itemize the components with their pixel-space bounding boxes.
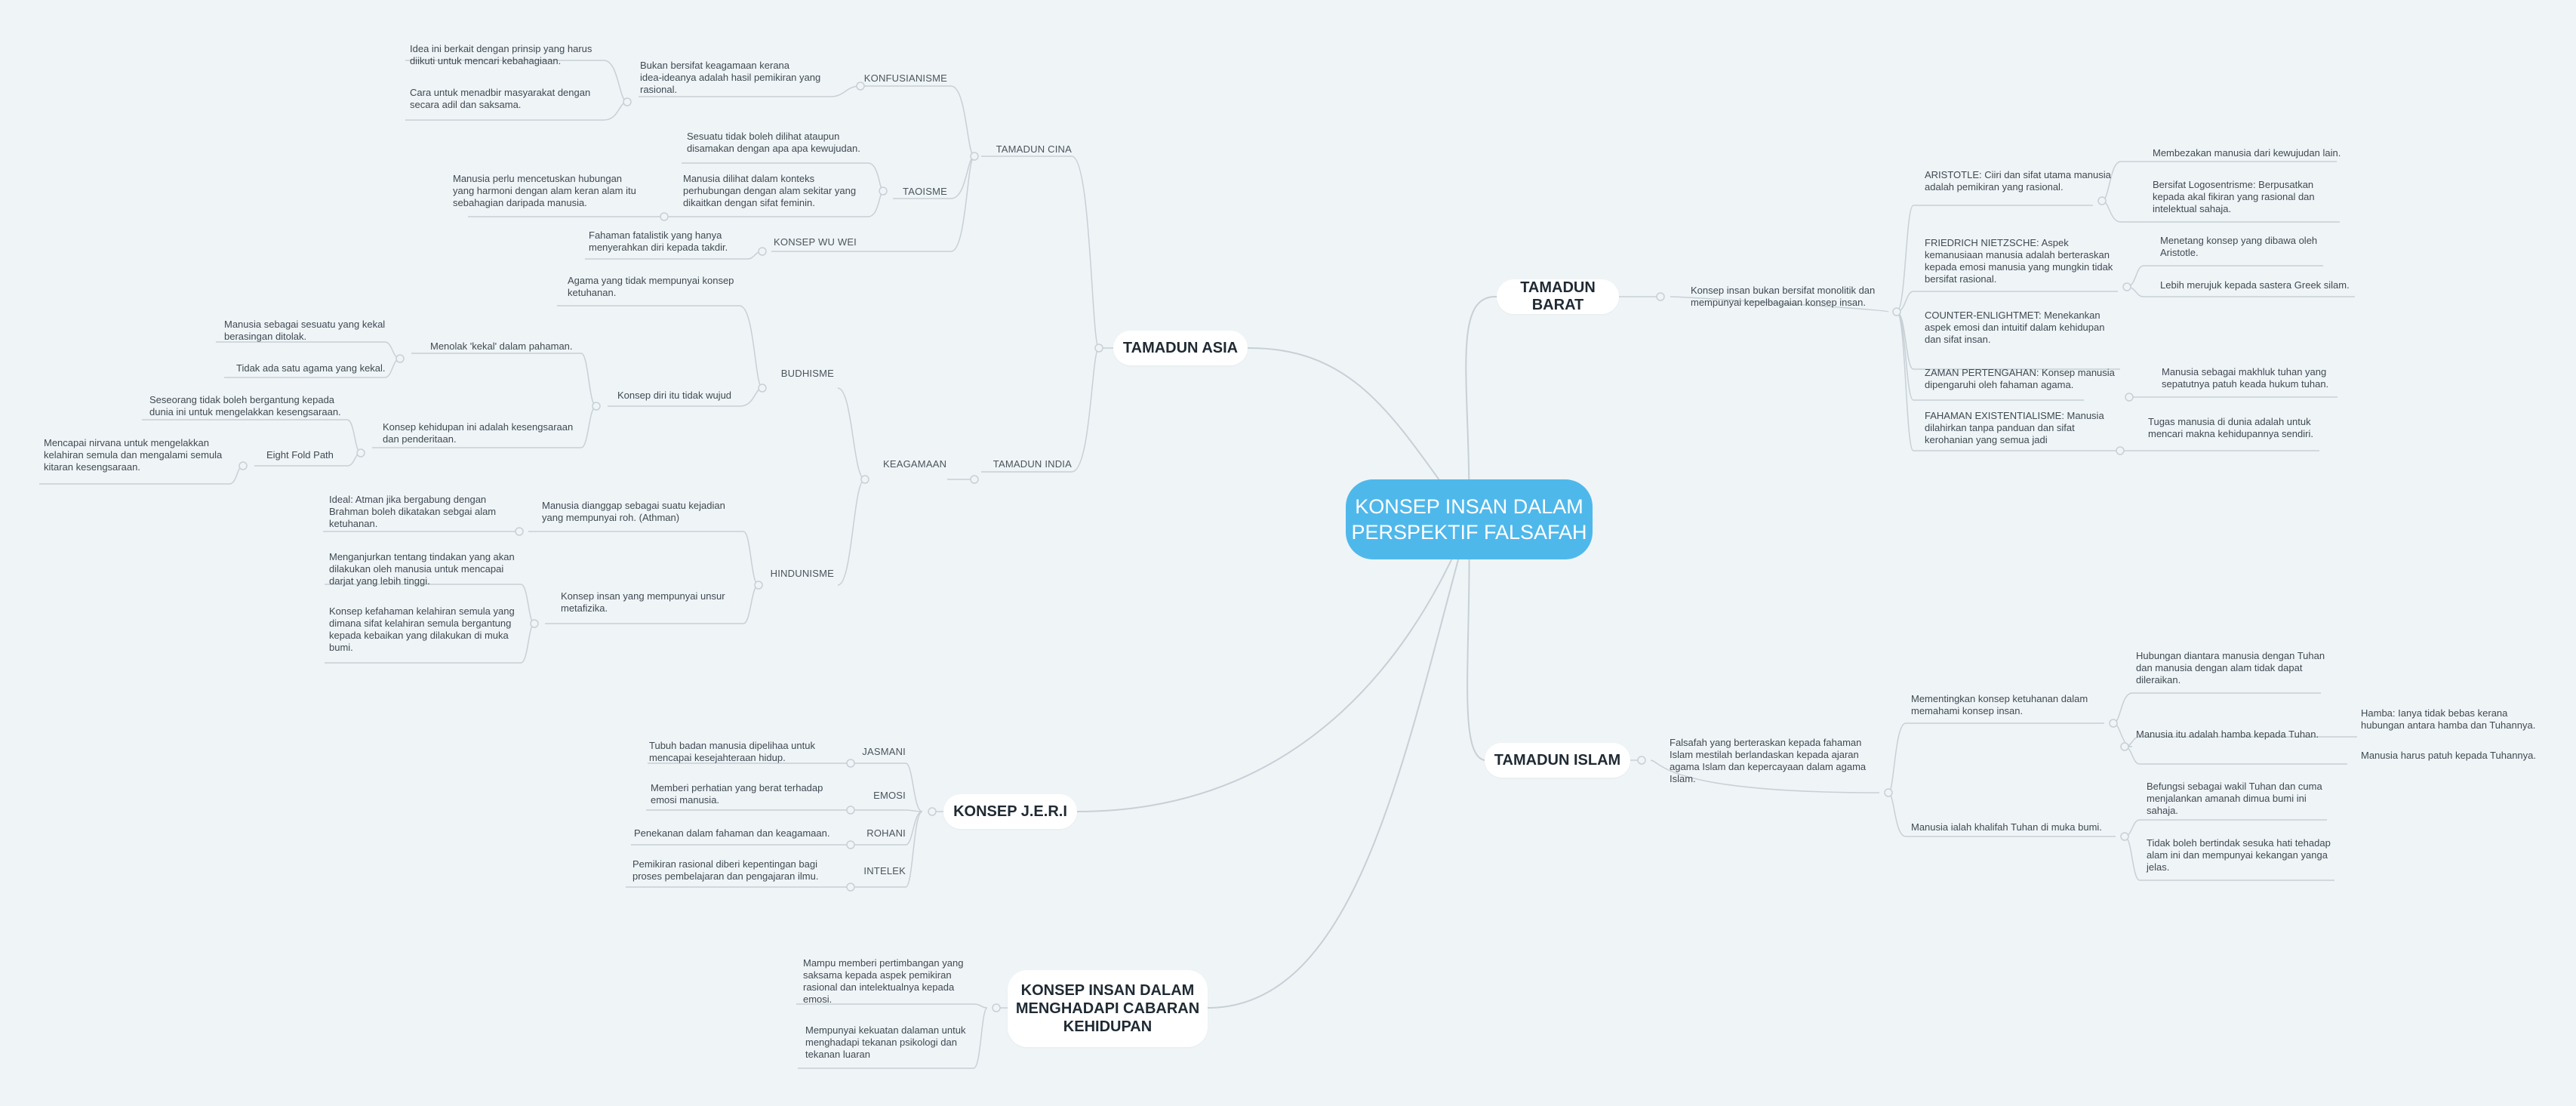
hamba-leaf-2[interactable]: Manusia harus patuh kepada Tuhannya.	[2361, 750, 2537, 761]
label-hindunisme[interactable]: HINDUNISME	[770, 568, 834, 579]
budhisme-konsep-diri[interactable]: Konsep diri itu tidak wujud	[617, 390, 732, 401]
central-topic[interactable]: KONSEP INSAN DALAM PERSPEKTIF FALSAFAH	[1346, 479, 1593, 559]
kehidupan-leaf[interactable]: Seseorang tidak boleh bergantung kepada …	[149, 394, 341, 417]
barat-counter-enlightment[interactable]: COUNTER-ENLIGHTMET: Menekankan aspek emo…	[1925, 310, 2105, 345]
aristotle-leaf-2[interactable]: Bersifat Logosentrisme: Berpusatkan kepa…	[2153, 179, 2315, 214]
taoisme-item-1[interactable]: Sesuatu tidak boleh dilihat ataupun disa…	[687, 131, 860, 154]
budhisme-eight-fold-path[interactable]: Eight Fold Path	[266, 449, 334, 461]
hindunisme-item-2[interactable]: Konsep insan yang mempunyai unsur metafi…	[561, 590, 725, 614]
fahaman-existentialisme-leaf[interactable]: Tugas manusia di dunia adalah untuk menc…	[2148, 416, 2313, 439]
topic-konsep-cabaran[interactable]: KONSEP INSAN DALAM MENGHADAPI CABARAN KE…	[1008, 970, 1208, 1047]
hindunisme-item-1[interactable]: Manusia dianggap sebagai suatu kejadian …	[542, 500, 725, 523]
eight-fold-path-leaf[interactable]: Mencapai nirvana untuk mengelakkan kelah…	[44, 437, 223, 473]
zaman-pertengahan-leaf[interactable]: Manusia sebagai makhluk tuhan yang sepat…	[2162, 366, 2329, 390]
konfusianisme-description[interactable]: Bukan bersifat keagamaan kerana idea-ide…	[640, 60, 821, 95]
barat-zaman-pertengahan[interactable]: ZAMAN PERTENGAHAN: Konsep manusia dipeng…	[1925, 367, 2115, 390]
budhisme-menolak[interactable]: Menolak 'kekal' dalam pahaman.	[430, 340, 573, 352]
jeri-label-intelek[interactable]: INTELEK	[863, 865, 906, 876]
hindunisme-item-2-leaf-2[interactable]: Konsep kefahaman kelahiran semula yang d…	[329, 605, 515, 653]
budhisme-item-1[interactable]: Agama yang tidak mempunyai konsep ketuha…	[568, 275, 734, 298]
islam-description[interactable]: Falsafah yang berteraskan kepada fahaman…	[1670, 737, 1867, 784]
barat-fahaman-existentialisme[interactable]: FAHAMAN EXISTENTIALISME: Manusia dilahir…	[1925, 410, 2104, 445]
label-taoisme[interactable]: TAOISME	[903, 186, 947, 197]
hindunisme-item-2-leaf-1[interactable]: Menganjurkan tentang tindakan yang akan …	[329, 551, 515, 587]
wu-wei-description[interactable]: Fahaman fatalistik yang hanya menyerahka…	[589, 230, 728, 253]
jeri-desc-rohani[interactable]: Penekanan dalam fahaman dan keagamaan.	[634, 827, 830, 839]
label-konfusianisme[interactable]: KONFUSIANISME	[863, 72, 947, 84]
nietzsche-leaf-2[interactable]: Lebih merujuk kepada sastera Greek silam…	[2160, 279, 2350, 291]
taoisme-item-2[interactable]: Manusia dilihat dalam konteks perhubunga…	[683, 173, 857, 208]
menolak-leaf-1[interactable]: Manusia sebagai sesuatu yang kekal beras…	[224, 319, 386, 342]
barat-description[interactable]: Konsep insan bukan bersifat monolitik da…	[1691, 285, 1876, 308]
jeri-desc-emosi[interactable]: Memberi perhatian yang berat terhadap em…	[651, 782, 823, 806]
topic-konsep-jeri[interactable]: KONSEP J.E.R.I	[943, 794, 1077, 829]
islam-hamba[interactable]: Manusia itu adalah hamba kepada Tuhan.	[2136, 729, 2319, 740]
khalifah-leaf-2[interactable]: Tidak boleh bertindak sesuka hati tehada…	[2147, 837, 2331, 873]
label-keagamaan[interactable]: KEAGAMAAN	[883, 458, 947, 470]
subtopic-tamadun-cina[interactable]: TAMADUN CINA	[996, 143, 1072, 155]
hindunisme-item-1-leaf[interactable]: Ideal: Atman jika bergabung dengan Brahm…	[329, 494, 497, 529]
islam-khalifah[interactable]: Manusia ialah khalifah Tuhan di muka bum…	[1911, 821, 2102, 833]
khalifah-leaf-1[interactable]: Befungsi sebagai wakil Tuhan dan cuma me…	[2147, 781, 2322, 816]
label-konsep-wu-wei[interactable]: KONSEP WU WEI	[774, 236, 857, 248]
menolak-leaf-2[interactable]: Tidak ada satu agama yang kekal.	[236, 362, 386, 374]
islam-ketuhanan[interactable]: Mementingkan konsep ketuhanan dalam mema…	[1911, 693, 2088, 716]
jeri-desc-jasmani[interactable]: Tubuh badan manusia dipelihaa untuk menc…	[649, 740, 815, 763]
jeri-label-rohani[interactable]: ROHANI	[866, 827, 906, 839]
aristotle-leaf-1[interactable]: Membezakan manusia dari kewujudan lain.	[2153, 147, 2341, 159]
hamba-leaf-1[interactable]: Hamba: Ianya tidak bebas kerana hubungan…	[2361, 707, 2536, 731]
topic-tamadun-barat[interactable]: TAMADUN BARAT	[1497, 279, 1619, 314]
barat-nietzsche[interactable]: FRIEDRICH NIETZSCHE: Aspek kemanusiaan m…	[1925, 237, 2113, 285]
label-budhisme[interactable]: BUDHISME	[780, 368, 834, 379]
konfusianisme-leaf-1[interactable]: Idea ini berkait dengan prinsip yang har…	[410, 43, 592, 66]
barat-aristotle[interactable]: ARISTOTLE: Ciiri dan sifat utama manusia…	[1925, 169, 2111, 193]
cabaran-item-2[interactable]: Mempunyai kekuatan dalaman untuk menghad…	[805, 1024, 966, 1060]
konfusianisme-leaf-2[interactable]: Cara untuk menadbir masyarakat dengan se…	[410, 87, 591, 110]
jeri-label-emosi[interactable]: EMOSI	[873, 790, 906, 801]
budhisme-kehidupan[interactable]: Konsep kehidupan ini adalah kesengsaraan…	[383, 421, 574, 445]
subtopic-tamadun-india[interactable]: TAMADUN INDIA	[993, 458, 1072, 470]
topic-tamadun-islam[interactable]: TAMADUN ISLAM	[1485, 743, 1630, 778]
nietzsche-leaf-1[interactable]: Menetang konsep yang dibawa oleh Aristot…	[2160, 235, 2318, 258]
topic-tamadun-asia[interactable]: TAMADUN ASIA	[1113, 331, 1248, 365]
jeri-label-jasmani[interactable]: JASMANI	[862, 746, 906, 757]
cabaran-item-1[interactable]: Mampu memberi pertimbangan yang saksama …	[803, 957, 964, 1005]
ketuhanan-leaf-1[interactable]: Hubungan diantara manusia dengan Tuhan d…	[2136, 650, 2325, 685]
jeri-desc-intelek[interactable]: Pemikiran rasional diberi kepentingan ba…	[632, 858, 819, 882]
taoisme-item-2-leaf[interactable]: Manusia perlu mencetuskan hubungan yang …	[453, 173, 636, 208]
